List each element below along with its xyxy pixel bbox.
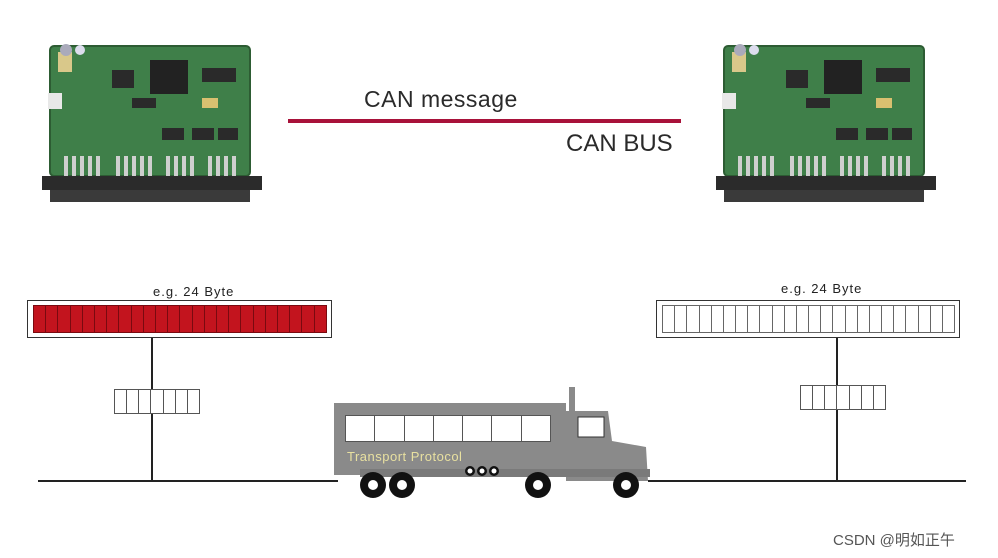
cargo-cell [375, 416, 405, 441]
cargo-cell [522, 416, 550, 441]
transport-protocol-truck [334, 387, 650, 498]
bus-ground-line-right [648, 480, 966, 482]
frame-cell [837, 386, 850, 409]
cargo-cell [405, 416, 434, 441]
frame-cell [825, 386, 838, 409]
frame-cell [188, 390, 199, 413]
left-buffer-size-label: e.g. 24 Byte [153, 284, 235, 299]
can-message-label: CAN message [364, 86, 518, 112]
can-bus-line [288, 119, 681, 123]
frame-cell [862, 386, 874, 409]
ecu-board-left [42, 44, 262, 202]
truck-cargo-frame [345, 415, 551, 442]
frame-cell [813, 386, 826, 409]
ecu-board-right [716, 44, 936, 202]
byte-cell-empty [941, 305, 956, 333]
frame-cell [151, 390, 164, 413]
right-segment-frame [800, 385, 886, 410]
left-segment-frame [114, 389, 200, 414]
frame-cell [874, 386, 885, 409]
cargo-cell [492, 416, 522, 441]
frame-cell [164, 390, 176, 413]
byte-cell-filled [313, 305, 327, 333]
right-buffer-size-label: e.g. 24 Byte [781, 281, 863, 296]
bus-ground-line-left [38, 480, 338, 482]
frame-cell [801, 386, 814, 409]
frame-cell [176, 390, 188, 413]
frame-cell [850, 386, 862, 409]
frame-cell [115, 390, 128, 413]
truck-label: Transport Protocol [347, 449, 463, 464]
cargo-cell [346, 416, 376, 441]
frame-cell [127, 390, 140, 413]
left-buffer-filled [27, 300, 332, 338]
cargo-cell [434, 416, 464, 441]
frame-cell [139, 390, 152, 413]
right-buffer-empty [656, 300, 960, 338]
watermark: CSDN @明如正午 [833, 532, 955, 549]
can-bus-label: CAN BUS [566, 130, 673, 157]
cargo-cell [463, 416, 493, 441]
